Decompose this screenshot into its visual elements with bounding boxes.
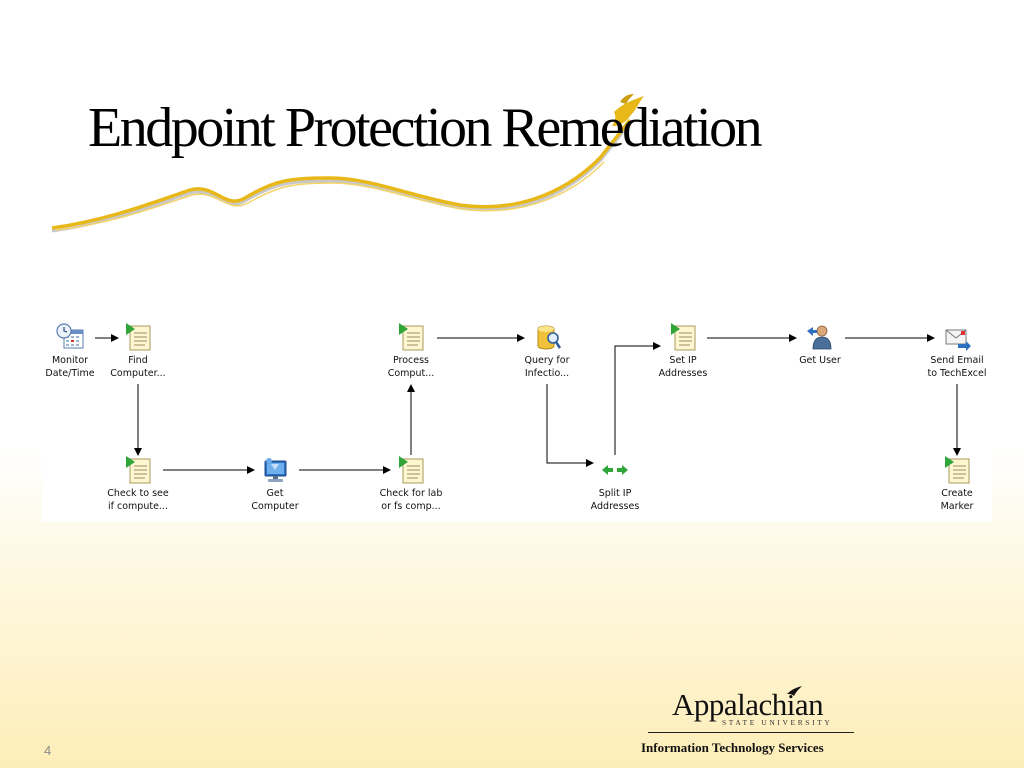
node-label: Query for [524,355,570,366]
node-label: Monitor [51,355,89,366]
node-split-ip-addresses[interactable]: Split IP Addresses [567,455,663,513]
node-label: Get [266,488,284,499]
node-monitor-date-time[interactable]: Monitor Date/Time [22,322,118,380]
node-label: to TechExcel [927,368,987,379]
computer-icon [264,458,287,482]
node-label: if compute... [108,501,168,512]
node-send-email[interactable]: Send Email to TechExcel [909,322,1005,380]
script-icon [126,456,151,484]
node-label: Check for lab [379,488,443,499]
split-arrows-icon [602,465,628,475]
node-label: Create [941,488,973,499]
script-icon [945,456,970,484]
node-label: Computer... [110,368,166,379]
slide-title: Endpoint Protection Remediation [88,97,763,159]
script-icon [399,323,424,351]
node-label: Check to see [107,488,169,499]
node-label: Get User [799,355,841,366]
node-label: Infectio... [524,368,570,379]
department-name: Information Technology Services [641,740,824,755]
node-label: Comput... [387,368,435,379]
node-label: Marker [940,501,974,512]
logo-bird-icon [787,686,802,696]
node-label: Send Email [930,355,984,366]
node-label: Split IP [598,488,632,499]
node-query-for-infections[interactable]: Query for Infectio... [499,322,595,380]
node-label: Date/Time [45,368,95,379]
user-icon [807,325,832,350]
calendar-clock-icon [56,323,84,349]
node-label: Addresses [590,501,640,512]
node-check-to-see[interactable]: Check to see if compute... [90,455,186,513]
node-get-user[interactable]: Get User [772,322,868,367]
database-query-icon [537,325,562,350]
node-find-computer[interactable]: Find Computer... [90,322,186,380]
node-label: Set IP [669,355,697,366]
node-label: or fs comp... [381,501,441,512]
university-logo-subtitle: STATE UNIVERSITY [722,718,833,727]
title-swoosh [51,94,644,233]
node-label: Process [392,355,430,366]
script-icon [126,323,151,351]
script-icon [671,323,696,351]
arrow-query-to-split [546,384,594,467]
email-icon [945,329,971,351]
node-label: Find [128,355,148,366]
node-process-computer[interactable]: Process Comput... [363,322,459,380]
bird-icon [612,94,644,126]
workflow-diagram [42,312,992,522]
node-check-for-lab[interactable]: Check for lab or fs comp... [363,455,459,513]
arrow-split-to-set-ip [614,342,661,455]
logo-divider [648,732,854,733]
node-set-ip-addresses[interactable]: Set IP Addresses [635,322,731,380]
node-get-computer[interactable]: Get Computer [227,455,323,513]
university-logo-name: Appalachian [672,687,824,722]
node-label: Addresses [658,368,708,379]
page-number: 4 [44,743,52,758]
node-label: Computer [251,501,299,512]
script-icon [399,456,424,484]
node-create-marker[interactable]: Create Marker [909,455,1005,513]
